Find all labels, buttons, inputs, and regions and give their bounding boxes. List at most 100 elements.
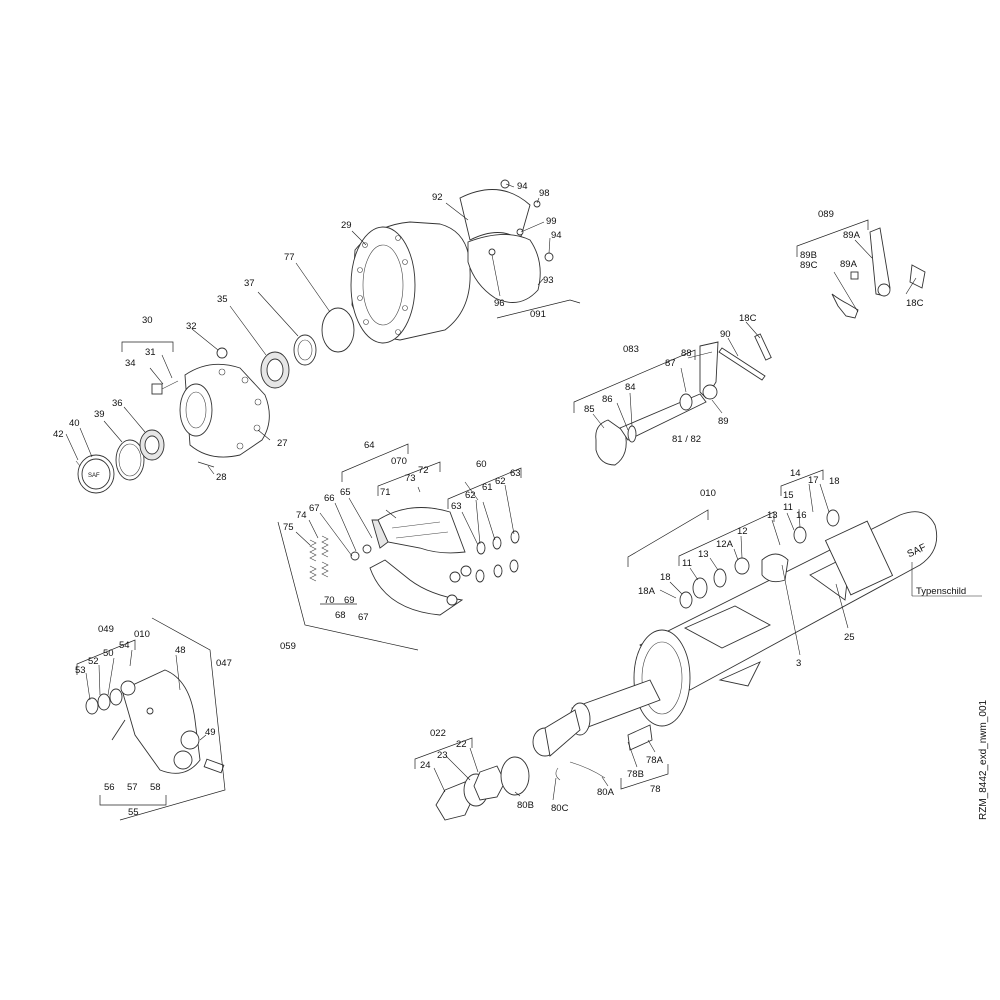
callout-86: 86	[602, 394, 613, 405]
part-42-screw	[75, 460, 81, 467]
hub-cap-assembly: SAF	[75, 307, 355, 494]
callout-77: 77	[284, 252, 295, 263]
callout-58: 58	[150, 782, 161, 793]
callout-89: 89	[718, 416, 729, 427]
callout-18C-mid: 18C	[739, 313, 757, 324]
callout-31: 31	[145, 347, 156, 358]
callout-78: 78	[650, 784, 661, 795]
callout-39: 39	[94, 409, 105, 420]
callout-81-82: 81 / 82	[672, 434, 701, 445]
callout-92: 92	[432, 192, 443, 203]
callout-18A: 18A	[638, 586, 656, 597]
bracket-091	[496, 299, 581, 319]
bracket-049	[76, 639, 136, 675]
callout-18C-right: 18C	[906, 298, 924, 309]
callout-53: 53	[75, 665, 86, 676]
axle-nut-assembly[interactable]	[435, 756, 530, 821]
part-39-seal-ring[interactable]	[115, 439, 145, 481]
callout-30: 30	[142, 315, 153, 326]
part-37-ring[interactable]	[293, 334, 317, 366]
bracket-010-axle	[627, 509, 709, 567]
part-77-abs-ring[interactable]	[321, 307, 355, 353]
callout-94-top: 94	[517, 181, 528, 192]
bracket-64	[341, 443, 409, 482]
bracket-089	[796, 219, 869, 257]
callout-010-axle: 010	[700, 488, 716, 499]
callout-37: 37	[244, 278, 255, 289]
callout-091: 091	[530, 309, 546, 320]
callout-11-top: 11	[783, 502, 793, 513]
bracket-059	[277, 521, 419, 651]
brake-shoe-assembly[interactable]	[309, 507, 520, 616]
callout-18-top: 18	[829, 476, 840, 487]
callout-80A: 80A	[597, 787, 615, 798]
callout-23: 23	[437, 750, 448, 761]
callout-049: 049	[98, 624, 114, 635]
callout-17: 17	[808, 475, 819, 486]
bracket-11-13	[678, 511, 775, 566]
callout-56: 56	[104, 782, 115, 793]
callout-80C: 80C	[551, 803, 569, 814]
callout-12: 12	[737, 526, 748, 537]
dust-shield-assembly[interactable]	[459, 179, 554, 303]
callout-070: 070	[391, 456, 407, 467]
callout-50: 50	[103, 648, 114, 659]
callout-89A-mid: 89A	[840, 259, 858, 270]
part-27-wheel-hub[interactable]	[179, 363, 270, 458]
callout-32: 32	[186, 321, 197, 332]
callout-047: 047	[216, 658, 232, 669]
callout-11-mid: 11	[682, 558, 692, 569]
leader-lines	[65, 183, 982, 801]
callout-96: 96	[494, 298, 505, 309]
callout-24: 24	[420, 760, 431, 771]
callout-083: 083	[623, 344, 639, 355]
callout-14: 14	[790, 468, 801, 479]
callout-16: 16	[796, 510, 807, 521]
callout-labels: 30 32 31 34 35 37 77 29 92 94 98 99 94 9…	[53, 181, 966, 818]
part-40-hub-cap[interactable]: SAF	[77, 454, 115, 494]
callout-61: 61	[482, 482, 493, 493]
bracket-022	[414, 737, 473, 769]
callout-66: 66	[324, 493, 335, 504]
callout-34: 34	[125, 358, 136, 369]
callout-68: 68	[335, 610, 346, 621]
callout-67-bottom: 67	[358, 612, 369, 623]
callout-52: 52	[88, 656, 99, 667]
callout-55: 55	[128, 807, 139, 818]
callout-35: 35	[217, 294, 228, 305]
callout-87: 87	[665, 358, 676, 369]
group-brackets	[76, 219, 869, 821]
callout-71: 71	[380, 487, 391, 498]
callout-36: 36	[112, 398, 123, 409]
part-36-bearing[interactable]	[139, 429, 165, 461]
callout-29: 29	[341, 220, 352, 231]
callout-65: 65	[340, 487, 351, 498]
callout-13-mid: 13	[698, 549, 709, 560]
callout-25: 25	[844, 632, 855, 643]
callout-60: 60	[476, 459, 487, 470]
part-35-bearing[interactable]	[260, 351, 290, 389]
callout-98: 98	[539, 188, 550, 199]
bracket-14	[780, 469, 824, 496]
callout-40: 40	[69, 418, 80, 429]
bracket-30	[121, 341, 174, 352]
callout-64: 64	[364, 440, 375, 451]
part-32-nut[interactable]	[216, 347, 228, 359]
axle-beam[interactable]: SAF	[532, 509, 938, 781]
callout-75: 75	[283, 522, 294, 533]
callout-62-left: 62	[465, 490, 476, 501]
slack-adjuster[interactable]	[754, 227, 926, 361]
bracket-55	[99, 795, 167, 806]
callout-85: 85	[584, 404, 595, 415]
callout-74: 74	[296, 510, 307, 521]
callout-3: 3	[796, 658, 801, 669]
camshaft-bracket-assembly[interactable]	[85, 669, 225, 774]
bracket-78	[620, 764, 669, 790]
brake-camshaft[interactable]	[595, 341, 766, 466]
part-28-stud	[197, 461, 215, 468]
callout-94-bottom: 94	[551, 230, 562, 241]
bracket-083	[573, 349, 696, 413]
callout-57: 57	[127, 782, 138, 793]
part-34-bolt[interactable]	[151, 380, 179, 395]
brake-drum[interactable]	[350, 221, 471, 344]
